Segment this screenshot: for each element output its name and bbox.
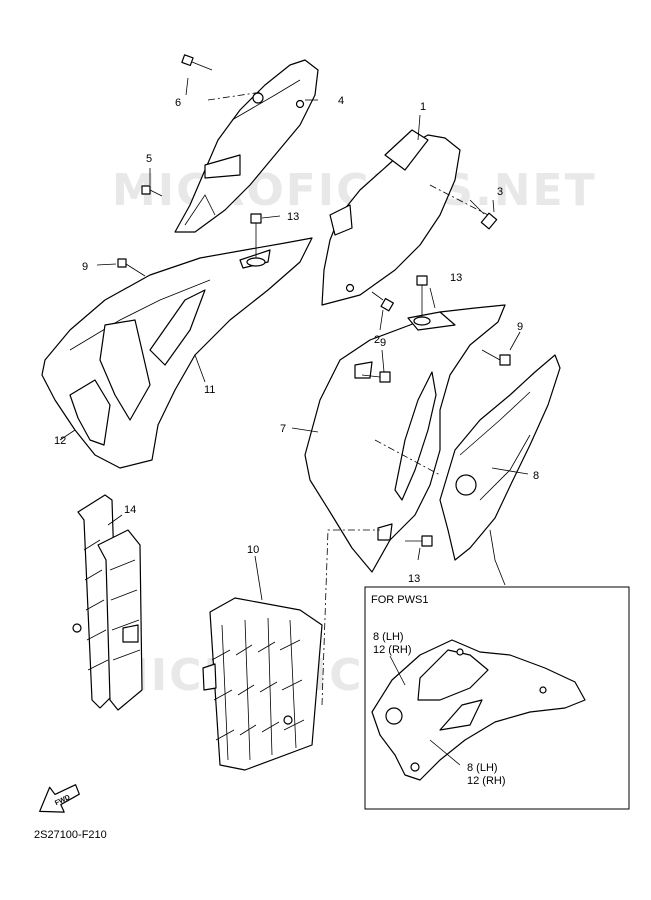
callout-9-left: 9: [82, 261, 88, 273]
callout-9-right: 9: [517, 321, 523, 333]
inset-title: FOR PWS1: [371, 594, 428, 606]
bolt-3: [469, 199, 498, 230]
part-12-inner-guard: [69, 379, 111, 446]
bolt-13-bottom: [405, 535, 433, 547]
inset-label-rh-top: 12 (RH): [373, 644, 412, 656]
inset-for-pws1: FOR PWS1 8 (LH) 12 (RH) 8 (LH) 12 (RH): [364, 586, 630, 810]
inset-graphic: [417, 649, 489, 701]
callout-8: 8: [533, 470, 539, 482]
callout-14: 14: [124, 504, 136, 516]
callout-4: 4: [338, 95, 344, 107]
callout-12: 12: [54, 435, 66, 447]
bolt-9-left: [117, 258, 146, 277]
callout-10: 10: [247, 544, 259, 556]
bolt-9-middle: [361, 371, 391, 383]
callout-2: 2: [374, 334, 380, 346]
part-8-graphic-decal: [439, 354, 561, 561]
callout-7: 7: [280, 423, 286, 435]
bolt-13-middle: [413, 275, 431, 326]
callout-11: 11: [204, 384, 215, 396]
bolt-5: [141, 185, 163, 197]
fwd-arrow-icon: FWD: [39, 784, 80, 813]
callout-6: 6: [175, 97, 181, 109]
bolt-13-top: [246, 213, 266, 267]
bolt-9-right: [481, 349, 511, 366]
leader-lines: [59, 77, 529, 706]
callout-13-bottom: 13: [408, 573, 420, 585]
inset-logo: [385, 707, 403, 725]
part-10-radiator-louver-right: [202, 597, 323, 771]
inset-label-lh-top: 8 (LH): [373, 631, 404, 643]
bolt-2: [371, 291, 394, 312]
part-14-radiator-louver-left: [72, 494, 143, 711]
diagram-code: 2S27100-F210: [34, 829, 107, 841]
part-4-side-cover: [174, 59, 319, 233]
inset-scoop: [439, 699, 483, 731]
callout-13-top: 13: [287, 211, 299, 223]
callout-3: 3: [497, 186, 503, 198]
callout-1: 1: [420, 101, 426, 113]
callout-13-middle: 13: [450, 272, 462, 284]
part-1-number-plate: [321, 129, 461, 306]
bolt-6: [181, 54, 213, 71]
inset-label-lh-bottom: 8 (LH): [467, 762, 498, 774]
callout-5: 5: [146, 153, 152, 165]
inset-label-rh-bottom: 12 (RH): [467, 775, 506, 787]
callout-9-middle: 9: [380, 337, 386, 349]
part-7-shroud-right: [304, 304, 506, 573]
